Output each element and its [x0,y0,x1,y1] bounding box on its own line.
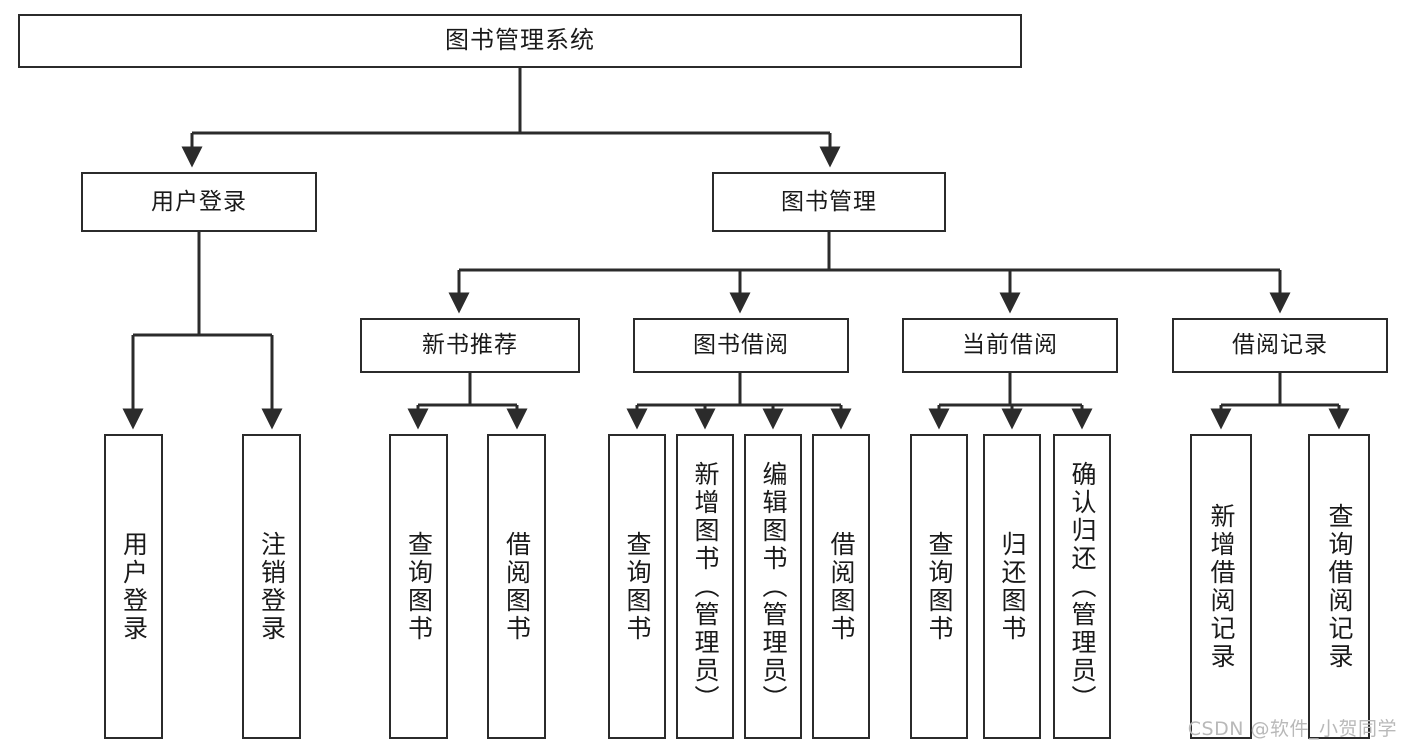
node-user-login[interactable]: 用户登录 [81,172,317,232]
node-leaf-query-book-1[interactable]: 查询图书 [389,434,448,739]
node-new-book-recommend[interactable]: 新书推荐 [360,318,580,373]
node-leaf-add-borrow-record[interactable]: 新增借阅记录 [1190,434,1252,739]
node-leaf-borrow-book-2-label: 借阅图书 [827,530,856,643]
node-leaf-query-book-2-label: 查询图书 [623,530,652,643]
node-leaf-query-book-3[interactable]: 查询图书 [910,434,968,739]
node-leaf-user-login[interactable]: 用户登录 [104,434,163,739]
node-borrow-record[interactable]: 借阅记录 [1172,318,1388,373]
node-new-book-recommend-label: 新书推荐 [422,332,518,359]
node-leaf-logout-login[interactable]: 注销登录 [242,434,301,739]
node-leaf-confirm-return-admin[interactable]: 确认归还（管理员） [1053,434,1111,739]
node-leaf-query-book-3-label: 查询图书 [925,530,954,643]
node-leaf-query-book-2[interactable]: 查询图书 [608,434,666,739]
node-root[interactable]: 图书管理系统 [18,14,1022,68]
node-leaf-borrow-book-1-label: 借阅图书 [502,530,532,643]
node-leaf-return-book-label: 归还图书 [998,530,1027,643]
node-book-management-label: 图书管理 [781,188,877,215]
csdn-watermark: CSDN @软件_小贺同学 [1187,718,1397,740]
node-root-label: 图书管理系统 [445,26,595,55]
node-leaf-borrow-book-1[interactable]: 借阅图书 [487,434,546,739]
node-leaf-add-borrow-record-label: 新增借阅记录 [1207,502,1236,671]
node-book-management[interactable]: 图书管理 [712,172,946,232]
node-leaf-logout-login-label: 注销登录 [257,530,287,643]
node-leaf-query-book-1-label: 查询图书 [404,530,434,643]
node-current-borrow[interactable]: 当前借阅 [902,318,1118,373]
node-book-borrow-label: 图书借阅 [693,332,789,359]
node-book-borrow[interactable]: 图书借阅 [633,318,849,373]
node-current-borrow-label: 当前借阅 [962,332,1058,359]
node-leaf-query-borrow-record-label: 查询借阅记录 [1325,502,1354,671]
node-leaf-edit-book-admin[interactable]: 编辑图书（管理员） [744,434,802,739]
node-leaf-edit-book-admin-label: 编辑图书（管理员） [759,460,788,713]
node-leaf-user-login-label: 用户登录 [119,530,149,643]
node-leaf-add-book-admin-label: 新增图书（管理员） [691,460,720,713]
node-leaf-confirm-return-admin-label: 确认归还（管理员） [1068,460,1097,713]
node-leaf-query-borrow-record[interactable]: 查询借阅记录 [1308,434,1370,739]
node-leaf-add-book-admin[interactable]: 新增图书（管理员） [676,434,734,739]
node-user-login-label: 用户登录 [151,188,247,215]
node-borrow-record-label: 借阅记录 [1232,332,1328,359]
node-leaf-borrow-book-2[interactable]: 借阅图书 [812,434,870,739]
node-leaf-return-book[interactable]: 归还图书 [983,434,1041,739]
